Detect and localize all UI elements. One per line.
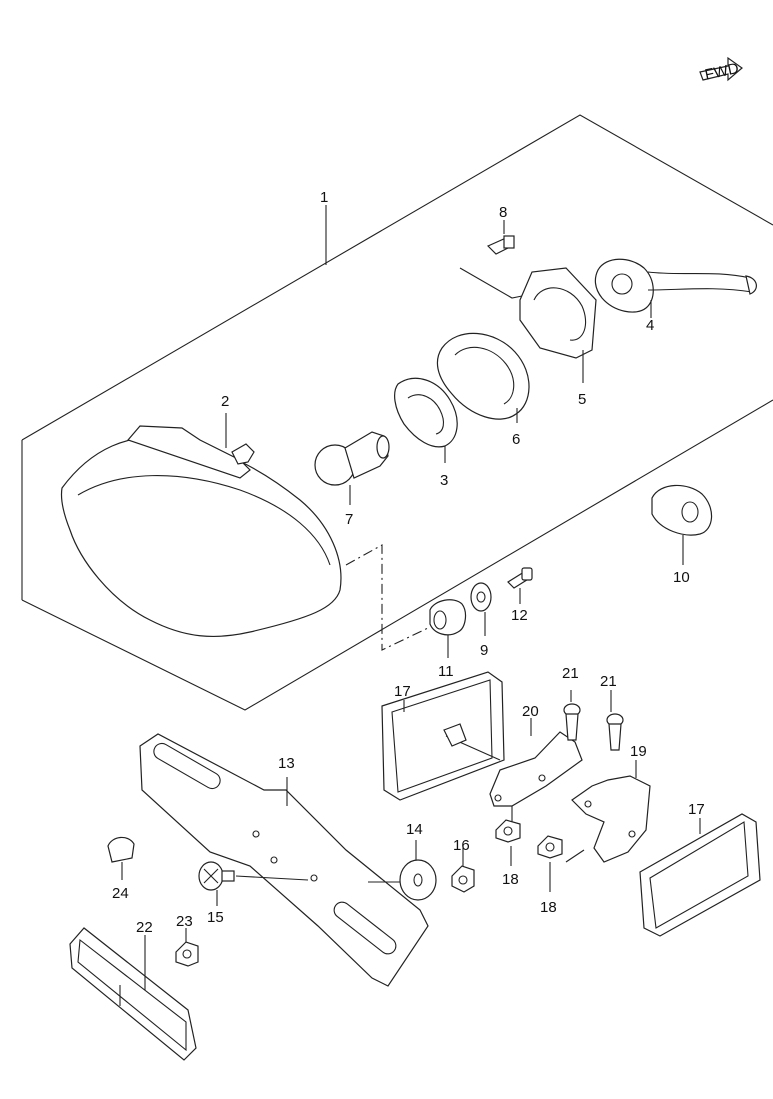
bolt-15-part	[198, 861, 309, 906]
socket-plate-part	[394, 377, 458, 463]
screw-21b-part	[606, 690, 624, 751]
callout-18-right: 18	[540, 899, 557, 916]
bracket-19-part	[565, 760, 651, 863]
callout-17-left: 17	[394, 683, 411, 700]
screw-21a-part	[563, 690, 581, 741]
callout-18-left: 18	[502, 871, 519, 888]
bracket-20-part	[489, 718, 583, 826]
callout-22: 22	[136, 919, 153, 936]
nut-16-part	[451, 848, 475, 893]
callout-15: 15	[207, 909, 224, 926]
callout-8: 8	[499, 204, 507, 221]
callout-16: 16	[453, 837, 470, 854]
callout-11: 11	[438, 663, 454, 680]
pad-14-part	[399, 840, 437, 901]
screw-12-part	[507, 567, 533, 604]
callout-4: 4	[646, 317, 654, 334]
callout-5: 5	[578, 391, 586, 408]
nut-18b-part	[537, 835, 563, 892]
grommet-10-part	[651, 484, 713, 565]
washer-9-part	[470, 582, 492, 636]
reflector-17-left-part	[381, 671, 505, 801]
assembly-outline	[21, 114, 773, 711]
mounting-leader-line	[345, 544, 429, 651]
callout-3: 3	[440, 472, 448, 489]
callout-21-left: 21	[562, 665, 579, 682]
lens-housing-part	[60, 413, 342, 638]
callout-23: 23	[176, 913, 193, 930]
bulb-part	[314, 431, 390, 505]
callout-24: 24	[112, 885, 129, 902]
reflector-17-right-part	[639, 813, 761, 937]
gasket-part	[519, 267, 597, 383]
callout-2: 2	[221, 393, 229, 410]
callout-17-right: 17	[688, 801, 705, 818]
callout-1: 1	[320, 189, 328, 206]
callout-14: 14	[406, 821, 423, 838]
cap-24-part	[107, 836, 135, 880]
nut-18a-part	[495, 819, 521, 866]
callout-12: 12	[511, 607, 528, 624]
nut-23-part	[175, 928, 199, 967]
callout-10: 10	[673, 569, 690, 586]
plate-bracket-13-part	[139, 733, 429, 987]
callout-21-right: 21	[600, 673, 617, 690]
socket-wire-part	[594, 258, 757, 318]
cushion-11-part	[429, 599, 467, 658]
fwd-label: FWD	[703, 60, 740, 84]
callout-13: 13	[278, 755, 295, 772]
callout-6: 6	[512, 431, 520, 448]
screw-8-part	[459, 220, 523, 299]
callout-labels: 1 2 3 4 5 6 7 8 9 10 11 12 13 14 15 16 1…	[112, 189, 705, 936]
callout-20: 20	[522, 703, 539, 720]
fwd-arrow-icon: FWD	[699, 56, 743, 84]
lock-ring-part	[436, 332, 530, 423]
callout-19: 19	[630, 743, 647, 760]
reflector-22-part	[69, 927, 197, 1061]
callout-9: 9	[480, 642, 488, 659]
callout-7: 7	[345, 511, 353, 528]
